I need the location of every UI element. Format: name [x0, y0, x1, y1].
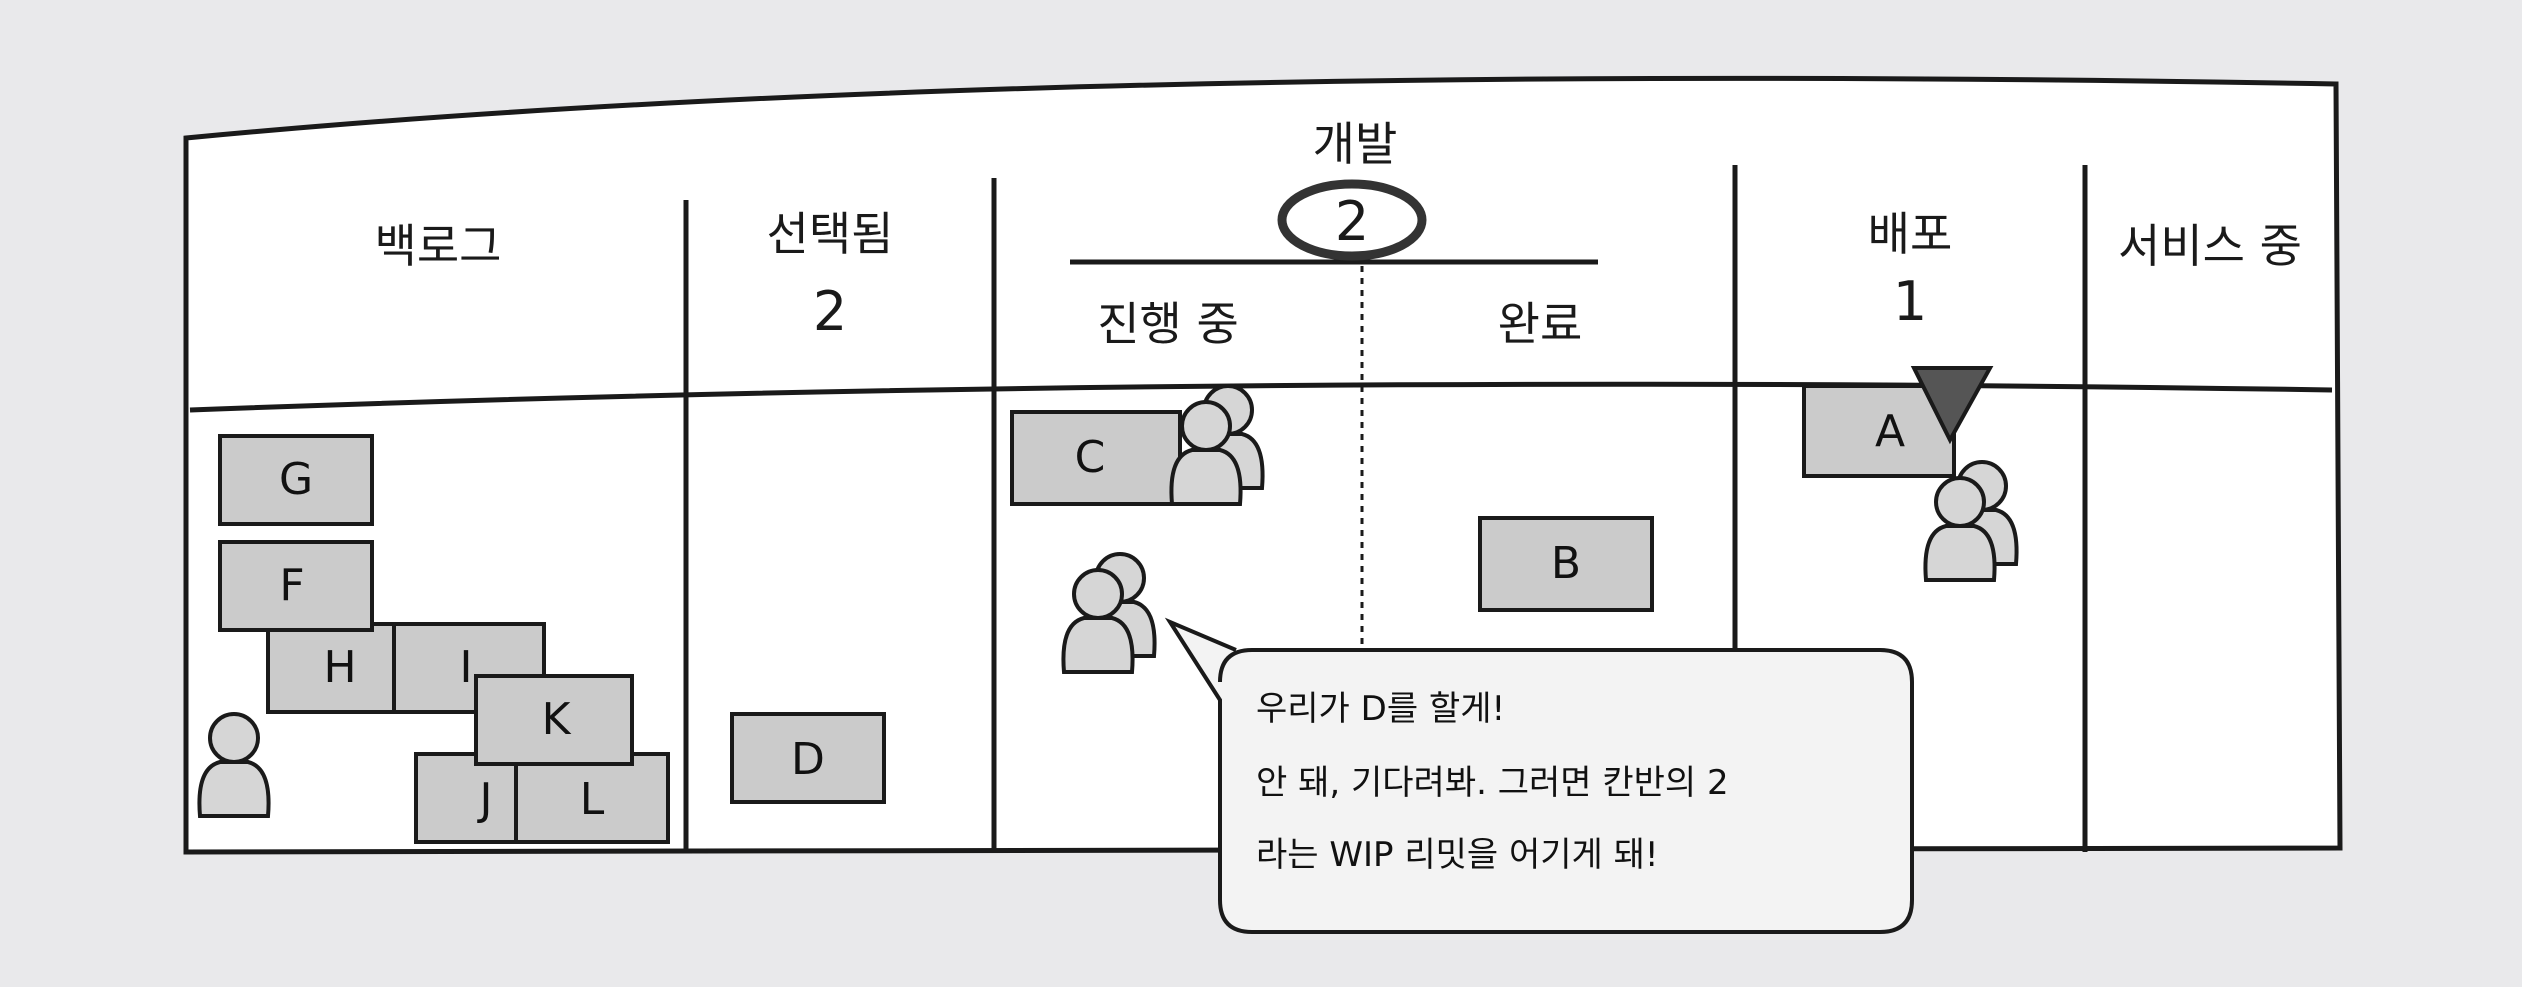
card-a: A: [1802, 384, 1956, 478]
backlog-header: 백로그: [375, 219, 502, 273]
card-d: D: [730, 712, 886, 804]
deploy-wip-limit: 1: [1893, 270, 1927, 333]
svg-text:F: F: [279, 560, 304, 611]
deploy-header: 배포: [1868, 207, 1953, 261]
svg-text:J: J: [477, 774, 493, 825]
card-h: H: [266, 622, 400, 714]
bubble-line-2: 안 돼, 기다려봐. 그러면 칸반의 2: [1256, 763, 1729, 803]
svg-text:L: L: [580, 774, 605, 825]
svg-text:A: A: [1875, 406, 1905, 457]
card-g: G: [218, 434, 374, 526]
selected-wip-limit: 2: [813, 280, 847, 343]
svg-text:K: K: [542, 694, 572, 745]
selected-header: 선택됨: [767, 207, 894, 261]
card-f: F: [218, 540, 374, 632]
in-progress-header: 진행 중: [1097, 297, 1239, 351]
done-header: 완료: [1498, 297, 1583, 351]
development-wip-limit: 2: [1335, 190, 1369, 253]
svg-text:D: D: [791, 734, 825, 785]
speech-bubble: [1164, 617, 1914, 934]
bubble-line-1: 우리가 D를 할게!: [1256, 689, 1505, 729]
development-header: 개발: [1313, 117, 1398, 171]
svg-text:H: H: [323, 642, 356, 693]
development-wip-circle: [1277, 179, 1427, 261]
person-backlog: [197, 712, 271, 818]
card-l: L: [514, 752, 670, 844]
svg-text:C: C: [1075, 432, 1106, 483]
bubble-line-3: 라는 WIP 리밋을 어기게 돼!: [1256, 835, 1659, 875]
in-service-header: 서비스 중: [2118, 219, 2302, 273]
svg-text:I: I: [460, 642, 473, 693]
svg-text:G: G: [279, 454, 313, 505]
card-j: J: [414, 752, 522, 844]
card-b: B: [1478, 516, 1654, 612]
svg-text:B: B: [1551, 538, 1581, 589]
blocked-marker-triangle: [1910, 366, 1994, 445]
card-k: K: [474, 674, 634, 766]
card-c: C: [1010, 410, 1182, 506]
